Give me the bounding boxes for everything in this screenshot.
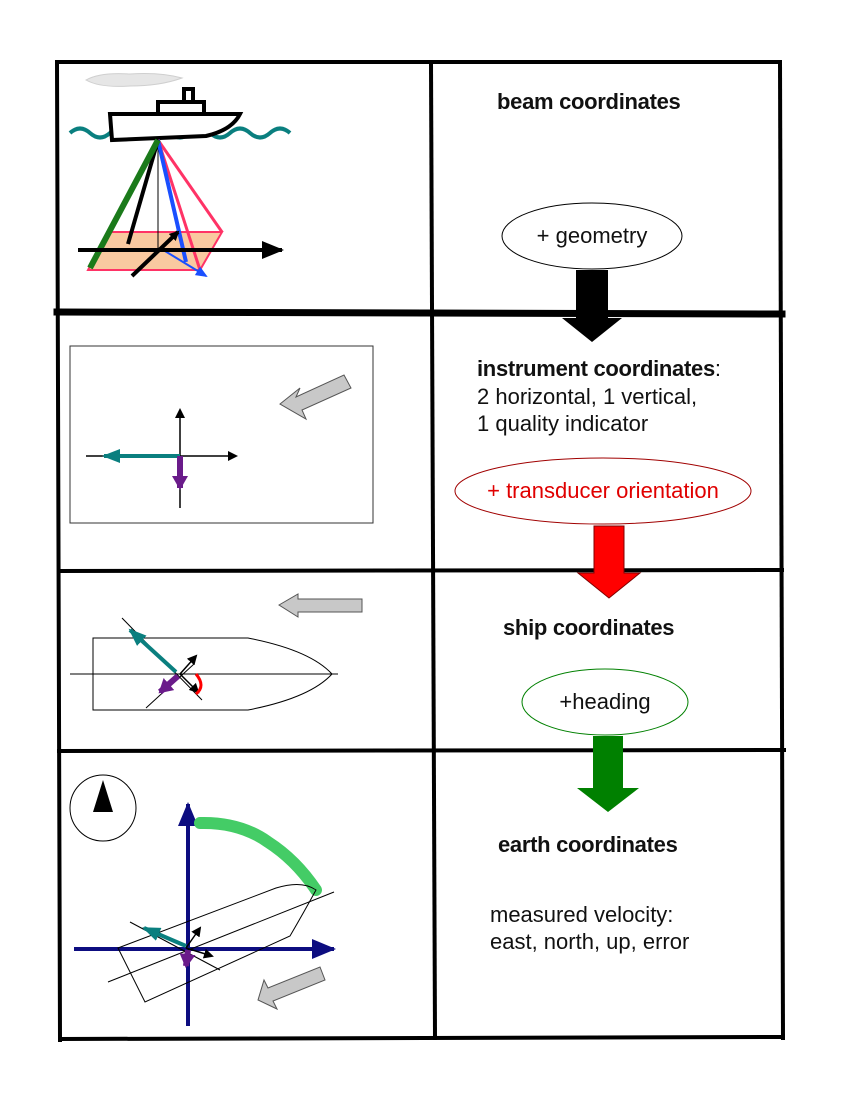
- earth-velocity-teal: [142, 926, 187, 948]
- grid-row-divider-1: [53, 308, 786, 318]
- row-title-beam: beam coordinates: [497, 89, 681, 114]
- earth-figure: [69, 774, 336, 1026]
- ship-figure: [70, 593, 363, 711]
- step-oval-heading: [521, 668, 689, 736]
- velocity-arrow: [130, 230, 180, 278]
- grid-column-divider: [428, 59, 438, 1041]
- step-label-heading: +heading: [559, 689, 651, 714]
- ship-heading-axis-2: [179, 673, 200, 694]
- ship-velocity-teal: [128, 628, 178, 674]
- earth-ship-hull-outline: [117, 884, 317, 1003]
- earth-detail-2: east, north, up, error: [490, 929, 690, 954]
- grid-row-divider-3: [56, 747, 787, 754]
- earth-heading-axis-1: [185, 926, 202, 949]
- water-flow-arrow-grey: [279, 374, 352, 421]
- ship-heading-axis-1: [179, 654, 198, 675]
- step-heading: [521, 668, 689, 812]
- ship-velocity-purple: [158, 673, 180, 695]
- step-arrow-black: [562, 270, 622, 342]
- water-flow-arrow-grey-2: [278, 593, 363, 618]
- step-label-geometry: + geometry: [536, 223, 648, 248]
- beam-figure: [68, 73, 292, 278]
- instrument-detail-2: 1 quality indicator: [477, 411, 649, 436]
- row-title-instrument-text: instrument coordinates: [477, 356, 715, 381]
- step-transducer: [454, 457, 752, 599]
- step-geometry: [501, 202, 683, 342]
- table-grid: [53, 59, 787, 1043]
- row-title-ship: ship coordinates: [503, 615, 675, 640]
- row-title-instrument: instrument coordinates:: [477, 356, 721, 382]
- earth-ship-centerline: [107, 891, 335, 983]
- beam-black: [126, 139, 160, 245]
- step-arrow-red: [576, 525, 642, 599]
- water-flow-arrow-grey-3: [257, 966, 326, 1011]
- step-arrow-green: [577, 736, 639, 812]
- row-title-instrument-colon: :: [714, 356, 721, 381]
- smoke-puff: [84, 73, 184, 87]
- beam-blue: [156, 139, 188, 263]
- earth-heading-axis-2: [185, 947, 214, 959]
- instrument-frame: [69, 345, 374, 524]
- north-compass-icon: [69, 774, 137, 842]
- ship-icon: [107, 87, 244, 143]
- beam-green: [87, 138, 161, 270]
- grid-bottom: [57, 1034, 786, 1042]
- instrument-figure: [69, 345, 374, 524]
- grid-outer-right: [777, 59, 786, 1041]
- rotation-angle-arc: [194, 673, 203, 696]
- beam-blue-vector: [159, 247, 208, 278]
- step-label-transducer: + transducer orientation: [487, 478, 719, 503]
- earth-detail-1: measured velocity:: [490, 902, 674, 927]
- beam-pink-1: [156, 139, 224, 233]
- step-oval-transducer: [454, 457, 752, 525]
- grid-row-divider-2: [56, 567, 785, 574]
- instrument-detail-1: 2 horizontal, 1 vertical,: [477, 384, 698, 409]
- row-title-earth: earth coordinates: [498, 832, 678, 857]
- earth-velocity-purple: [179, 949, 196, 968]
- grid-outer-left: [54, 59, 63, 1043]
- ship-track: [194, 816, 322, 896]
- step-oval-geometry: [501, 202, 683, 270]
